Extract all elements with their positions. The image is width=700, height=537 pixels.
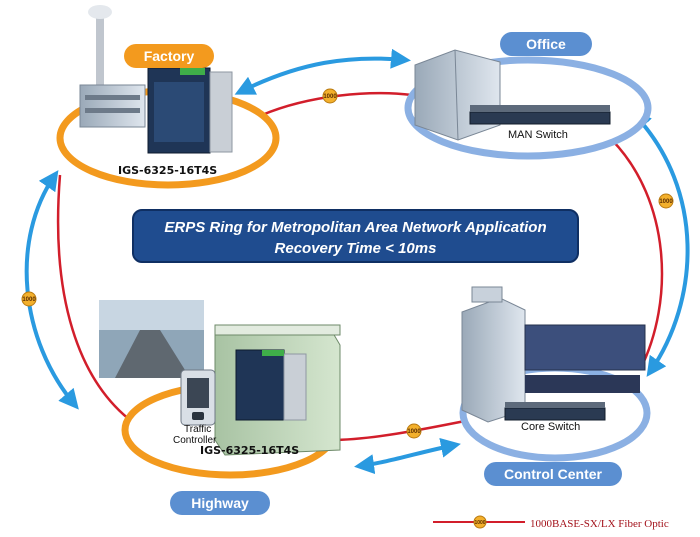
office-building-icon — [414, 49, 501, 141]
switch-icon — [235, 349, 307, 421]
arrow-right — [630, 110, 690, 377]
control-center-icon — [461, 286, 646, 423]
legend-text: 1000BASE-SX/LX Fiber Optic — [530, 518, 669, 530]
switch-icon — [504, 402, 606, 421]
badge-left: 1000 — [21, 291, 37, 307]
highway-node — [99, 300, 341, 479]
switch-icon — [147, 67, 233, 154]
banner-subtitle: Recovery Time < 10ms — [274, 240, 437, 257]
office-node — [404, 49, 652, 160]
highway-device-label: IGS-6325-16T4S — [200, 444, 300, 457]
badge-top: 1000 — [322, 88, 338, 104]
legend-line: 1000 — [433, 515, 525, 529]
fiber-link-core-highway — [329, 418, 471, 442]
traffic-controller-label-line1: Traffic — [184, 424, 212, 435]
ring-direction-arrows — [24, 48, 690, 475]
traffic-controller-label-line2: Controller — [173, 435, 217, 446]
svg-text:1000: 1000 — [474, 520, 485, 526]
svg-text:1000: 1000 — [659, 199, 673, 205]
arrow-top — [234, 48, 411, 95]
control-center-label: Control Center — [484, 462, 622, 486]
link-badges: 1000 1000 1000 1000 — [21, 88, 674, 439]
banner-title: ERPS Ring for Metropolitan Area Network … — [164, 219, 547, 236]
traffic-controller-icon — [180, 369, 216, 426]
highway-photo-icon — [99, 300, 204, 378]
factory-device-label: IGS-6325-16T4S — [118, 164, 218, 177]
office-device-label: MAN Switch — [508, 129, 568, 141]
svg-text:1000: 1000 — [22, 297, 36, 303]
arrow-bottom — [354, 437, 461, 475]
factory-icon — [79, 5, 146, 128]
switch-icon — [469, 105, 611, 125]
factory-node — [56, 5, 280, 189]
badge-right: 1000 — [658, 193, 674, 209]
highway-label: Highway — [170, 491, 270, 515]
fiber-link-highway-factory — [56, 174, 131, 421]
svg-text:1000: 1000 — [407, 429, 421, 435]
svg-text:1000: 1000 — [323, 94, 337, 100]
factory-label: Factory — [124, 44, 214, 68]
office-label: Office — [500, 32, 592, 56]
control-center-device-label: Core Switch — [521, 421, 581, 433]
badge-bottom: 1000 — [406, 423, 422, 439]
arrow-left — [24, 170, 79, 410]
erps-banner: ERPS Ring for Metropolitan Area Network … — [132, 209, 579, 263]
control-center-node — [459, 286, 651, 462]
